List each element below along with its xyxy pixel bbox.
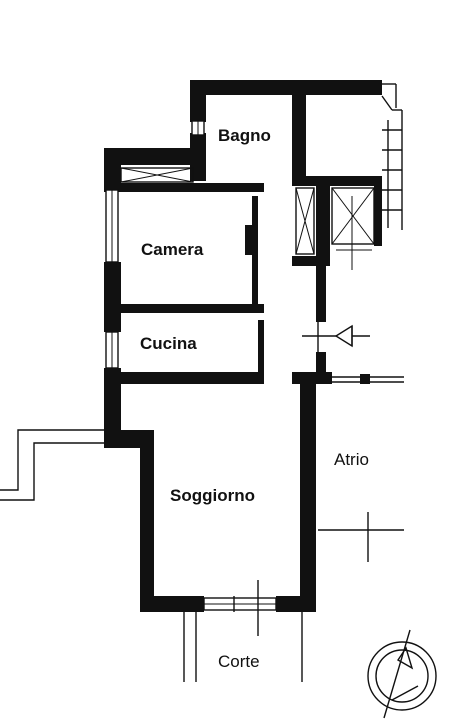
room-label-bagno: Bagno [218,126,271,145]
windows [105,120,277,612]
corte-lines [183,580,303,682]
room-label-camera: Camera [141,240,204,259]
room-label-soggiorno: Soggiorno [170,486,255,505]
exterior-lines [0,429,104,501]
atrio-marks [318,512,404,562]
north-arrow-icon [367,629,437,719]
entrance-arrow-icon [334,324,353,348]
area-label-corte: Corte [218,652,260,671]
outer-walls [104,80,382,612]
interior-walls [104,176,382,596]
entrance [302,322,404,384]
area-label-atrio: Atrio [334,450,369,469]
closets [120,167,375,270]
room-label-cucina: Cucina [140,334,197,353]
stairs [381,83,403,230]
